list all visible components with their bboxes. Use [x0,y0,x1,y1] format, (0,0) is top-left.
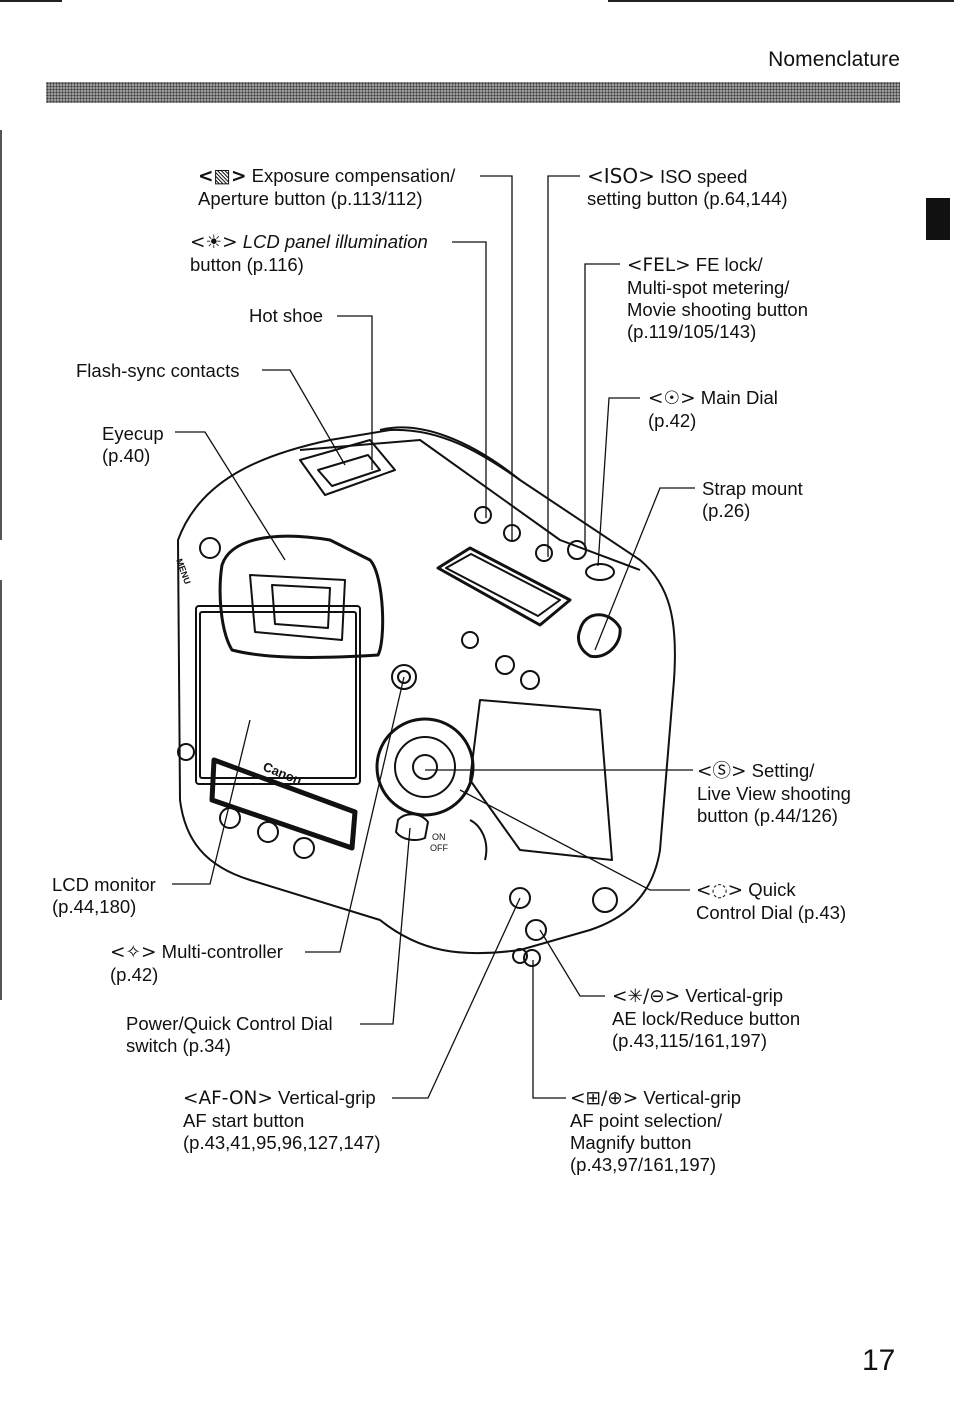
section-header-band [46,82,900,103]
label-setting-button: <Ⓢ> Setting/ Live View shooting button (… [697,760,851,826]
label-lcd-panel-illumination: <☀> LCD panel illumination button (p.116… [190,231,428,275]
label-iso-speed: <ISO> ISO speed setting button (p.64,144… [587,164,788,209]
chapter-tab-marker [926,198,950,240]
label-hot-shoe: Hot shoe [249,305,324,326]
label-multi-controller: <✧> Multi-controller (p.42) [110,941,283,985]
label-strap-mount: Strap mount (p.26) [702,478,803,521]
label-exposure-compensation: <▧> Exposure compensation/ Aperture butt… [198,165,456,209]
label-lcd-monitor: LCD monitor (p.44,180) [52,874,156,917]
off-marking: OFF [430,843,448,853]
on-marking: ON [432,832,446,842]
label-eyecup: Eyecup (p.40) [102,423,164,466]
label-power-switch: Power/Quick Control Dial switch (p.34) [126,1013,333,1056]
label-flash-sync-contacts: Flash-sync contacts [76,360,240,381]
section-title: Nomenclature [768,48,900,71]
label-vertical-grip-ae-lock: <✳/⊖> Vertical-grip AE lock/Reduce butto… [612,985,801,1051]
page-edge-mark [0,580,2,1000]
label-quick-control-dial: <◌> Quick Control Dial (p.43) [696,879,847,923]
page-number: 17 [862,1344,896,1377]
label-fe-lock: <FEL> FE lock/ Multi-spot metering/ Movi… [627,254,809,342]
top-rule-left [0,0,62,2]
label-vertical-grip-af-point: <⊞/⊕> Vertical-grip AF point selection/ … [570,1087,742,1175]
label-vertical-grip-af-start: <AF-ON> Vertical-grip AF start button (p… [183,1087,381,1153]
top-rule-right [608,0,954,2]
page-edge-mark [0,130,2,540]
label-main-dial: <☉> Main Dial (p.42) [648,387,778,431]
